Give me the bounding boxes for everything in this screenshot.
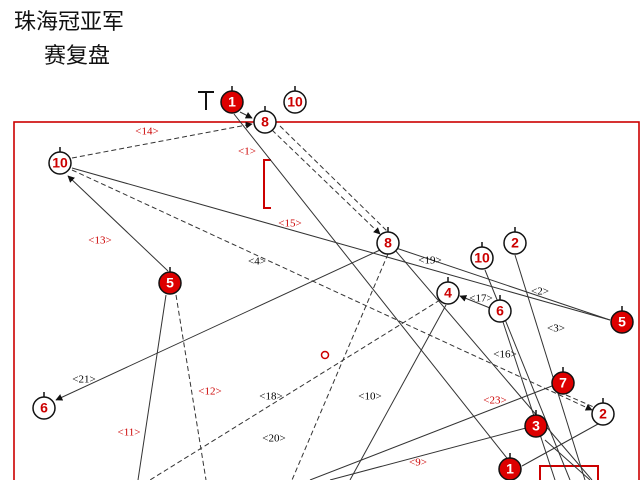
ball-circle: [48, 151, 72, 175]
ball-circle: [253, 110, 277, 134]
path-line: [291, 253, 389, 480]
path-line: [271, 129, 381, 235]
path-line: [55, 249, 381, 401]
ball-w6_right: 6: [488, 295, 512, 323]
ball-number: 4: [444, 285, 452, 301]
path-line: [565, 394, 597, 409]
ball-circle: [376, 231, 400, 255]
ball-w2_lower: 2: [591, 398, 615, 426]
ball-number: 2: [599, 406, 607, 422]
ball-w6_left: 6: [32, 392, 56, 420]
path-line: [349, 304, 447, 480]
ball-circle: [503, 231, 527, 255]
path-line: [329, 427, 527, 480]
ball-number: 8: [384, 235, 392, 251]
path-line: [459, 295, 491, 309]
ball-r1_top: 1: [220, 86, 244, 114]
path-line: [137, 294, 167, 480]
move-label: <4>: [248, 256, 266, 268]
ball-number: 3: [532, 418, 540, 434]
path-line: [149, 299, 441, 480]
path-line: [71, 167, 611, 321]
ball-number: 1: [228, 94, 236, 110]
path-line: [395, 247, 611, 321]
move-label: <10>: [358, 391, 381, 403]
ball-number: 10: [52, 155, 68, 171]
ball-circle: [488, 299, 512, 323]
path-line: [71, 121, 253, 159]
path-line: [514, 254, 586, 480]
ball-number: 6: [496, 303, 504, 319]
ball-circle: [32, 396, 56, 420]
ball-w8_mid: 8: [376, 227, 400, 255]
ball-number: 6: [40, 400, 48, 416]
ball-r5_left: 5: [158, 267, 182, 295]
ball-circle: [498, 457, 522, 480]
move-label: <20>: [262, 433, 285, 445]
path-line: [233, 113, 511, 463]
move-label: <16>: [493, 349, 516, 361]
ball-circle: [551, 371, 575, 395]
ball-w4: 4: [436, 277, 460, 305]
move-label: <12>: [198, 386, 221, 398]
path-line: [239, 111, 253, 119]
move-label: <17>: [469, 293, 492, 305]
ball-circle: [524, 414, 548, 438]
ball-r5_right: 5: [610, 306, 634, 334]
ball-r1_bottom: 1: [498, 453, 522, 480]
ball-circle: [591, 402, 615, 426]
path-line: [309, 385, 553, 480]
move-label: <21>: [72, 374, 95, 386]
move-label: <9>: [409, 457, 427, 469]
ball-w10_right: 10: [470, 242, 494, 270]
ball-circle: [610, 310, 634, 334]
red-bracket-bottom: [539, 465, 599, 480]
ball-w2_upper: 2: [503, 227, 527, 255]
target-marker: [320, 350, 330, 360]
move-label: <11>: [118, 427, 141, 439]
ball-number: 5: [618, 314, 626, 330]
path-line: [544, 439, 591, 480]
move-label: <19>: [418, 255, 441, 267]
path-line: [502, 321, 556, 480]
ball-number: 5: [166, 275, 174, 291]
path-line: [175, 294, 207, 480]
path-line: [279, 125, 389, 233]
path-line: [521, 423, 599, 467]
ball-number: 10: [287, 94, 303, 110]
red-bracket: [263, 159, 271, 209]
move-label: <23>: [483, 395, 506, 407]
move-label: <15>: [278, 218, 301, 230]
board-outline: [13, 121, 640, 480]
move-label: <2>: [531, 286, 549, 298]
path-line: [71, 169, 593, 411]
path-line: [394, 249, 593, 480]
ball-number: 10: [474, 250, 490, 266]
path-line: [67, 175, 169, 272]
title-line-2: 赛复盘: [44, 44, 111, 69]
move-label: <13>: [88, 235, 111, 247]
t-marker: [198, 91, 214, 110]
ball-circle: [220, 90, 244, 114]
move-label: <1>: [238, 146, 256, 158]
ball-circle: [158, 271, 182, 295]
ball-number: 1: [506, 461, 514, 477]
ball-circle: [470, 246, 494, 270]
ball-w10_top: 10: [283, 86, 307, 114]
ball-r7: 7: [551, 367, 575, 395]
ball-w10_left: 10: [48, 147, 72, 175]
ball-w8_top: 8: [253, 106, 277, 134]
ball-number: 8: [261, 114, 269, 130]
move-label: <3>: [547, 323, 565, 335]
ball-number: 2: [511, 235, 519, 251]
ball-circle: [283, 90, 307, 114]
move-label: <14>: [135, 126, 158, 138]
move-label: <18>: [259, 391, 282, 403]
title-line-1: 珠海冠亚军: [14, 10, 125, 35]
ball-r3: 3: [524, 410, 548, 438]
ball-number: 7: [559, 375, 567, 391]
ball-circle: [436, 281, 460, 305]
